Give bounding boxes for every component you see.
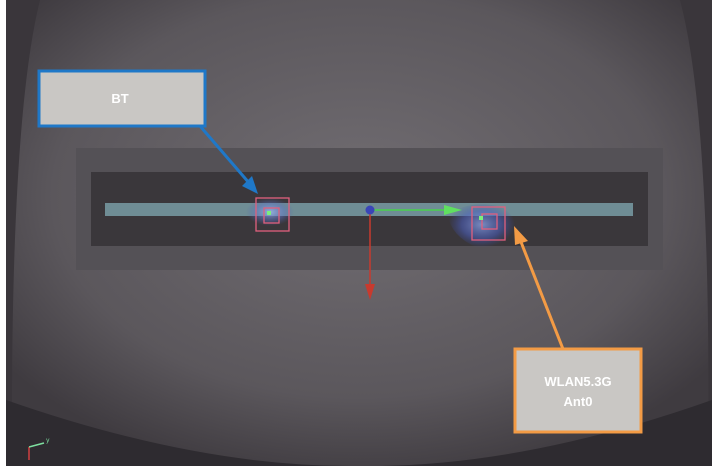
- wlan-callout-line: [519, 241, 565, 350]
- gizmo-origin[interactable]: [365, 205, 375, 215]
- wlan-inner-box[interactable]: [481, 213, 498, 230]
- vignette-bottom: [6, 400, 712, 467]
- wlan-callout-arrow-icon: [514, 226, 528, 245]
- bt-callout-box: [37, 69, 207, 128]
- wlan-callout-box: [513, 347, 643, 434]
- wlan-callout-line2: Ant0: [564, 394, 593, 409]
- triad-axis-label: y: [46, 437, 50, 444]
- bt-feed-point[interactable]: [267, 211, 271, 215]
- bt-callout-arrow-icon: [242, 176, 258, 194]
- bt-inner-box[interactable]: [263, 207, 280, 224]
- transform-gizmo[interactable]: [365, 205, 462, 300]
- bt-callout: BT: [37, 69, 258, 194]
- bt-outer-box[interactable]: [255, 197, 290, 232]
- gizmo-y-arrow-icon[interactable]: [365, 284, 375, 300]
- wlan-outer-box[interactable]: [471, 206, 506, 241]
- corner-axes-triad: y: [28, 437, 50, 460]
- vignette-right: [680, 0, 712, 466]
- vignette-left: [6, 0, 40, 466]
- bt-callout-label: BT: [111, 91, 128, 106]
- bt-callout-line: [198, 125, 252, 185]
- triad-x-axis: [28, 442, 45, 448]
- wlan-callout-line1: WLAN5.3G: [544, 374, 611, 389]
- gizmo-x-arrow-icon[interactable]: [444, 205, 462, 215]
- wlan-callout: WLAN5.3G Ant0: [513, 226, 643, 434]
- wlan-antenna-marker[interactable]: [448, 204, 516, 250]
- bt-antenna-marker[interactable]: [246, 197, 294, 232]
- wlan-feed-point[interactable]: [479, 216, 483, 220]
